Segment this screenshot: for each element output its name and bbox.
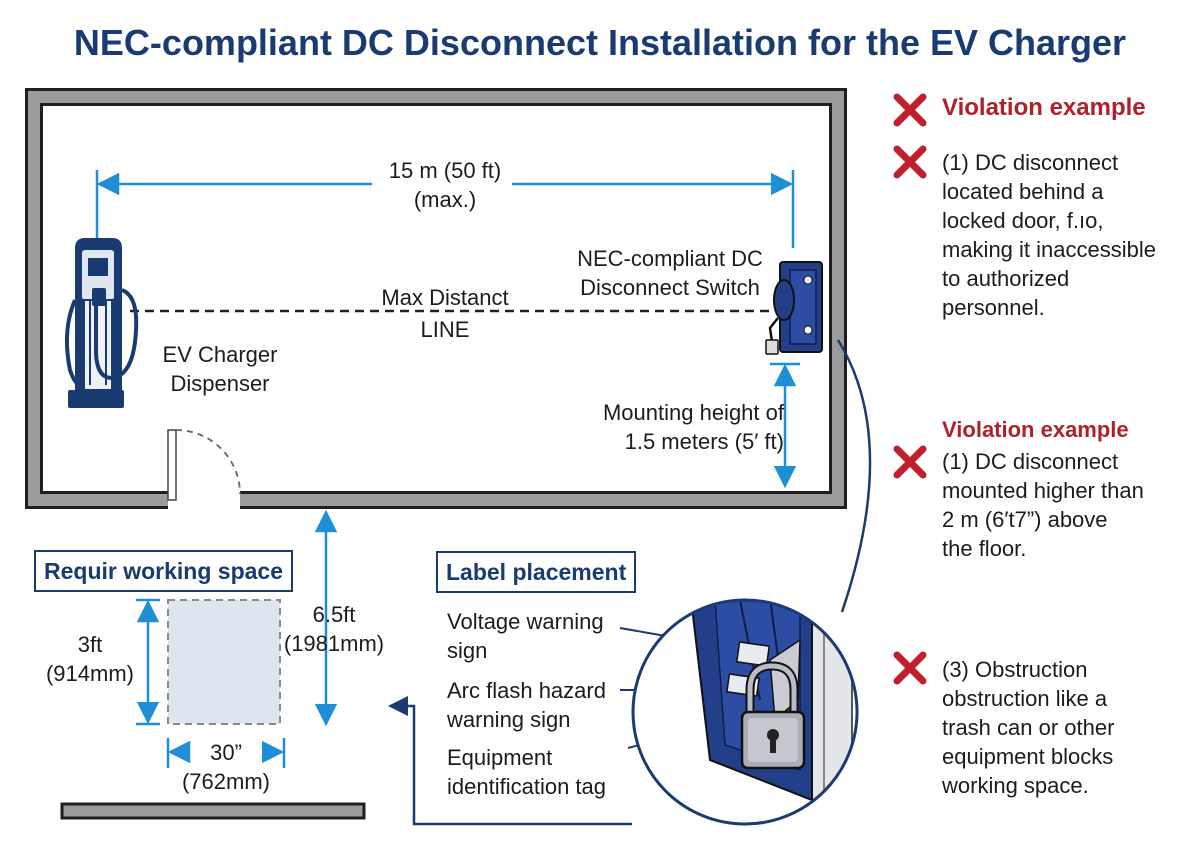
violation-header-2: Violation example	[942, 417, 1129, 442]
room-walls	[25, 88, 847, 509]
mounting-height-dimension	[770, 362, 800, 489]
page-title: NEC-compliant DC Disconnect Installation…	[73, 22, 1127, 63]
x-mark-icon	[893, 445, 927, 479]
width-label: 30” (762mm)	[170, 738, 282, 796]
arc-flash-label: Arc flash hazard warning sign	[447, 676, 606, 734]
door	[167, 429, 241, 501]
headroom-label-line1: 6.5ft	[312, 602, 356, 627]
padlock-icon	[740, 661, 806, 770]
mounting-height-label-line2: 1.5 meters (5′ ft)	[624, 429, 784, 454]
max-distance-label-line1: Max Distanct	[381, 285, 509, 310]
voltage-warning-label: Voltage warning sign	[447, 607, 604, 665]
headroom-label-line2: (1981mm)	[283, 631, 385, 656]
zoom-leader-line	[836, 339, 872, 613]
connector-arrow	[388, 696, 632, 826]
disconnect-switch-label: NEC-compliant DC Disconnect Switch	[572, 244, 768, 302]
violation-item-3-line: obstruction like a	[942, 686, 1108, 711]
equipment-tag-label-line1: Equipment	[447, 745, 553, 770]
x-mark-icon	[893, 145, 927, 179]
disconnect-switch-icon	[765, 261, 823, 355]
ev-charger-label-line2: Dispenser	[170, 371, 270, 396]
mounting-height-label: Mounting height of 1.5 meters (5′ ft)	[584, 398, 784, 456]
distance-label-line2: (max.)	[413, 187, 477, 212]
violation-item-3-line: equipment blocks	[942, 744, 1114, 769]
violation-item-2-line: the floor.	[942, 536, 1027, 561]
equipment-tag-label-line2: identification tag	[447, 774, 606, 799]
x-mark-icon	[893, 93, 927, 127]
max-distance-label-line2: LINE	[420, 317, 470, 342]
mounting-height-label-line1: Mounting height of	[602, 400, 784, 425]
violation-item-3-line: (3) Obstruction	[942, 657, 1088, 682]
ev-charger-label-line1: EV Charger	[162, 342, 278, 367]
ev-charger-icon	[65, 238, 139, 408]
arc-flash-label-line1: Arc flash hazard	[447, 678, 606, 703]
disconnect-switch-label-line1: NEC-compliant DC	[577, 246, 763, 271]
floor-slab	[60, 802, 366, 820]
distance-label-line1: 15 m (50 ft)	[388, 158, 502, 183]
headroom-label: 6.5ft (1981mm)	[276, 600, 392, 658]
violation-header-1: Violation example	[942, 94, 1146, 121]
violation-item-1-line: located behind a	[942, 179, 1104, 204]
disconnect-switch-label-line2: Disconnect Switch	[580, 275, 760, 300]
voltage-warning-label-line1: Voltage warning	[447, 609, 604, 634]
violation-item-2-line: 2 m (6′t7”) above	[942, 507, 1108, 532]
violation-item-1-line: locked door, f.ıo,	[942, 208, 1104, 233]
violation-item-1-line: (1) DC disconnect	[942, 150, 1119, 175]
violation-item-2-line: mounted higher than	[942, 478, 1144, 503]
distance-dimension	[95, 170, 795, 248]
width-label-line2: (762mm)	[181, 769, 270, 794]
ev-charger-label: EV Charger Dispenser	[150, 340, 290, 398]
violation-item-2-line: (1) DC disconnect	[942, 449, 1119, 474]
working-space-area	[136, 598, 286, 768]
violation-item-3: (3) Obstruction obstruction like a trash…	[942, 655, 1114, 800]
x-mark-icon	[893, 651, 927, 685]
violation-item-1-line: personnel.	[942, 295, 1045, 320]
depth-label: 3ft (914mm)	[40, 630, 140, 688]
zoom-detail-circle	[631, 598, 859, 826]
distance-label: 15 m (50 ft) (max.)	[360, 156, 530, 214]
depth-label-line2: (914mm)	[45, 661, 134, 686]
max-distance-label: Max Distanct LINE	[360, 282, 530, 346]
voltage-warning-label-line2: sign	[447, 638, 488, 663]
violation-item-1-line: to authorized	[942, 266, 1070, 291]
depth-label-line1: 3ft	[77, 632, 103, 657]
violation-item-1: (1) DC disconnect located behind a locke…	[942, 148, 1156, 322]
width-label-line1: 30”	[210, 740, 242, 765]
label-placement-title: Label placement	[436, 551, 637, 593]
arc-flash-label-line2: warning sign	[447, 707, 571, 732]
equipment-tag-label: Equipment identification tag	[447, 743, 606, 801]
violation-item-3-line: trash can or other	[942, 715, 1115, 740]
violation-item-2: (1) DC disconnect mounted higher than 2 …	[942, 447, 1144, 563]
working-space-title: Requir working space	[34, 550, 294, 592]
violation-item-3-line: working space.	[942, 773, 1089, 798]
violation-item-1-line: making it inaccessible	[942, 237, 1156, 262]
